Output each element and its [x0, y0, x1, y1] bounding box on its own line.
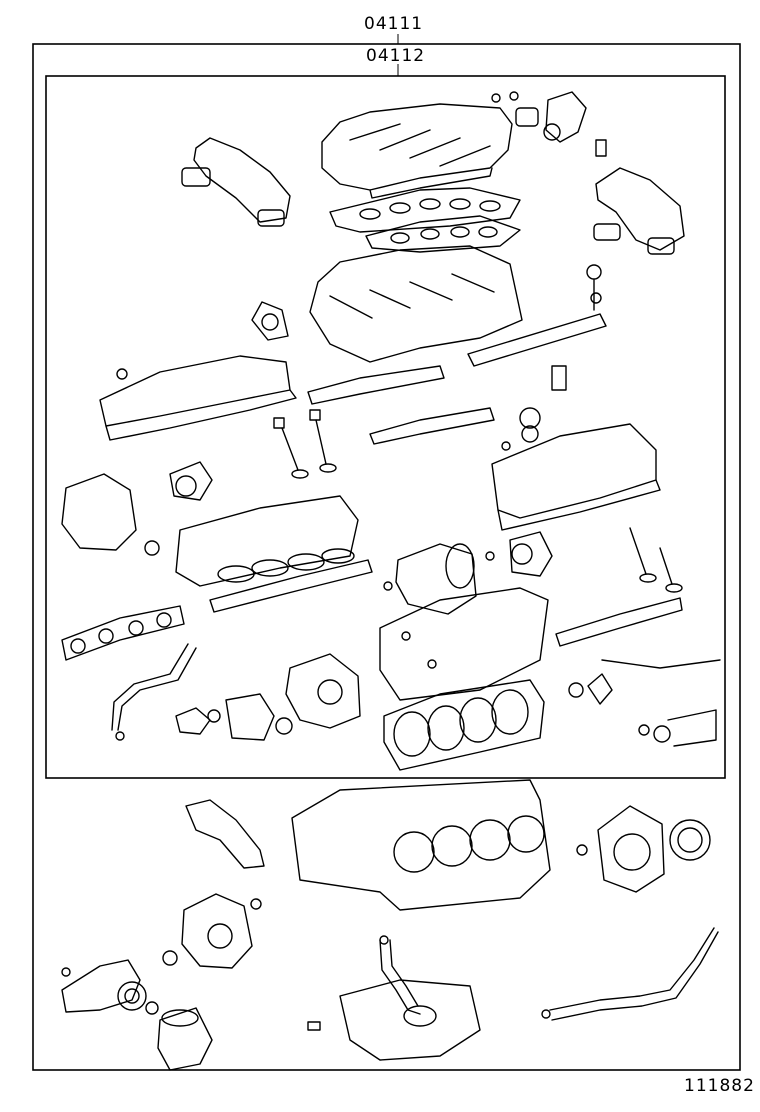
water-bypass-hose [111, 643, 197, 741]
timing-belt-cover-rear [185, 799, 265, 869]
oil-level-gauge-guide [541, 927, 719, 1021]
plenum-gasket-right [365, 215, 521, 253]
timing-cover-right [383, 531, 553, 615]
valve-cover-right [491, 407, 661, 531]
head-gasket-left [175, 495, 373, 613]
intake-plenum-upper [321, 103, 513, 199]
exhaust-gasket-right [555, 527, 683, 647]
oil-pan [307, 979, 481, 1061]
outer-kit-number: 04111 [364, 14, 424, 34]
oil-filter-bracket [61, 959, 159, 1015]
outer-kit-frame [32, 43, 741, 1071]
inner-kit-frame [45, 75, 726, 779]
water-outlet [491, 91, 607, 157]
rear-oil-seal-retainer [576, 805, 711, 893]
oil-strainer [379, 935, 437, 1027]
oil-filter [157, 1007, 213, 1071]
exhaust-gasket-left [61, 605, 185, 661]
exhaust-gasket-mid [307, 365, 495, 445]
exhaust-manifold-right [593, 167, 685, 255]
water-inlet-housing [175, 693, 293, 741]
timing-cover-left [61, 461, 213, 556]
valve-cover-left [99, 301, 297, 441]
exhaust-manifold-left [181, 137, 291, 227]
inner-kit-number: 04112 [366, 46, 426, 66]
cylinder-block-gasket-right [379, 587, 549, 701]
head-gasket-right [383, 679, 545, 771]
cylinder-block [291, 779, 551, 911]
figure-number: 111882 [684, 1076, 755, 1096]
water-pump [285, 653, 361, 729]
camshaft-seal-right [568, 659, 721, 747]
plenum-gasket-left [329, 187, 521, 233]
oil-pump [162, 893, 262, 969]
engine-valves-left [273, 409, 337, 479]
fuel-rail [467, 264, 607, 391]
intake-manifold-lower [309, 245, 523, 363]
